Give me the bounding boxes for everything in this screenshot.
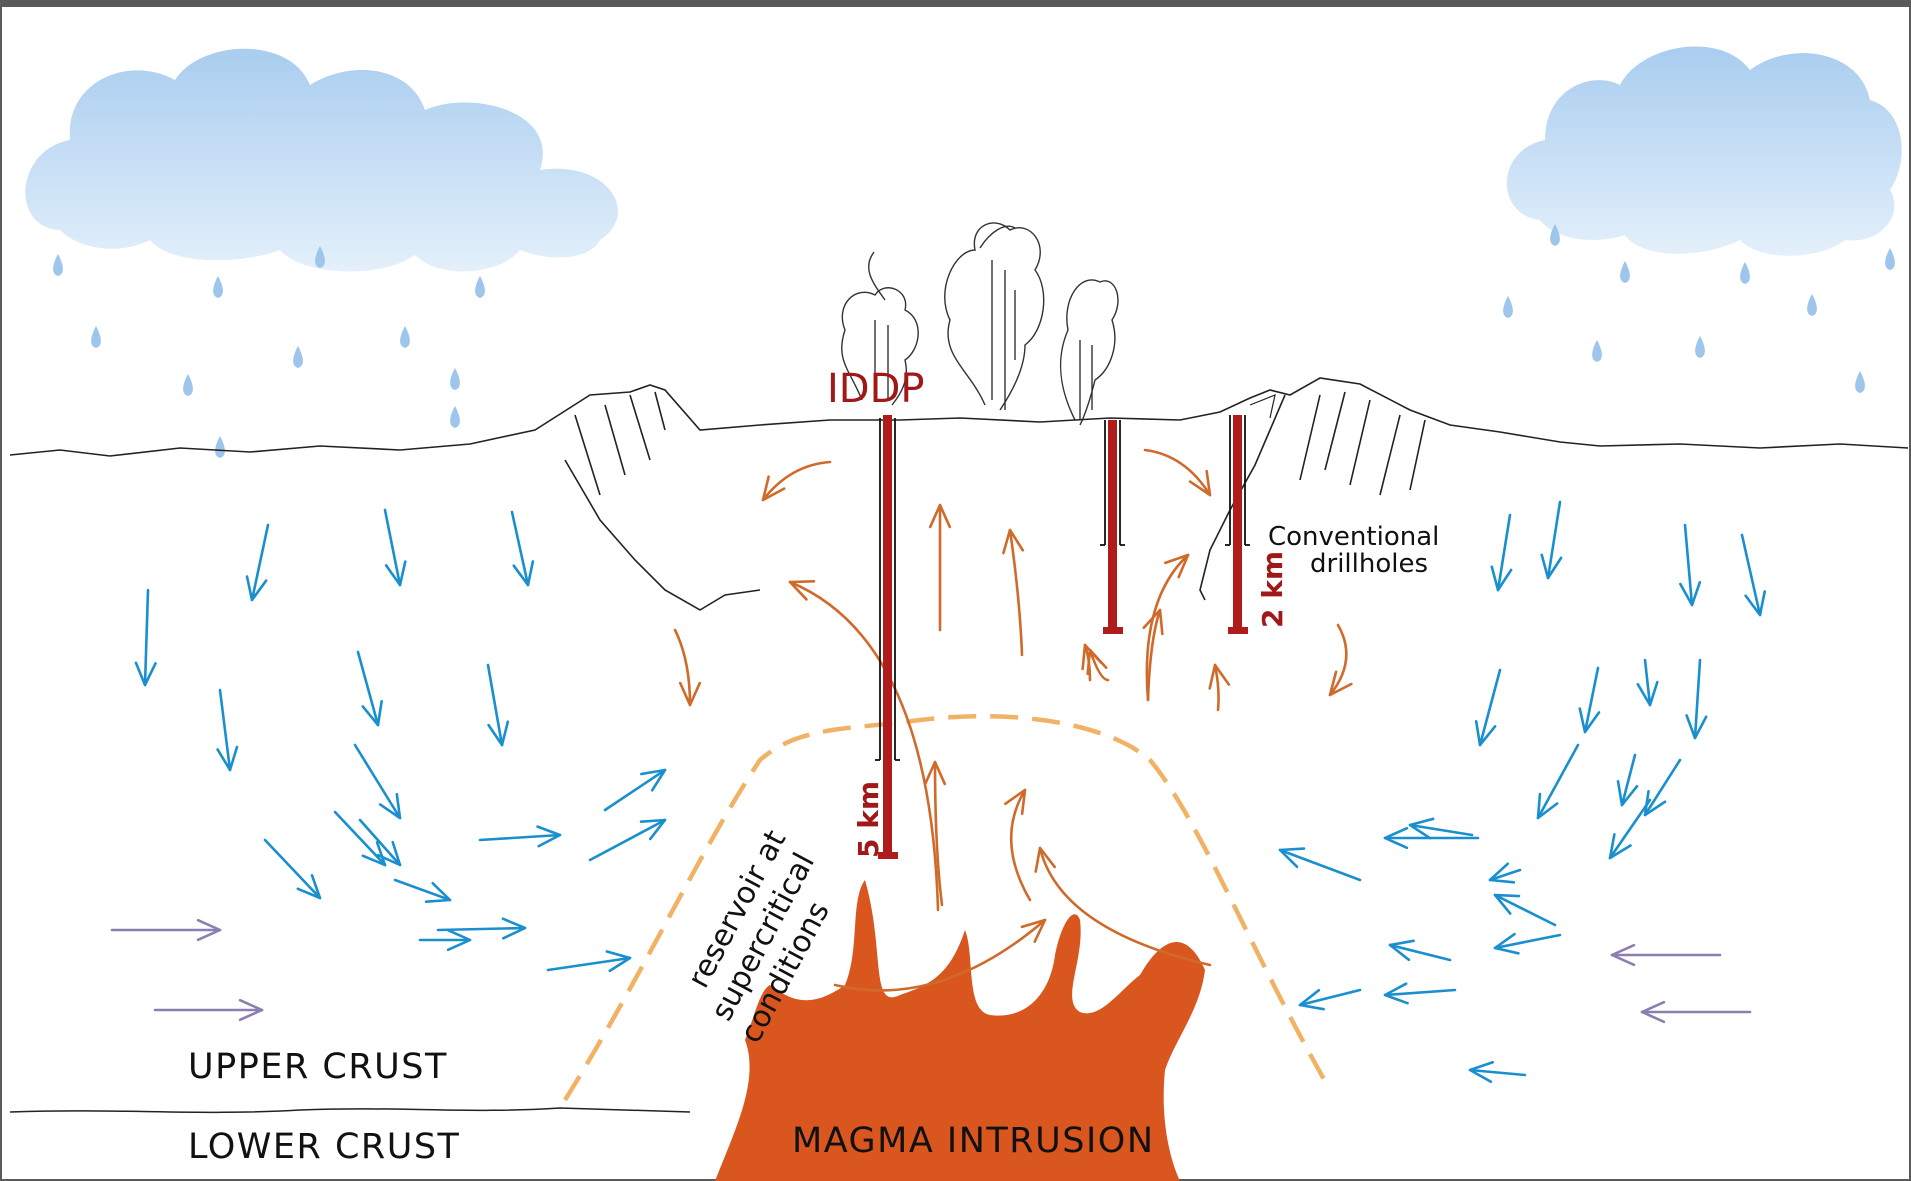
conventional-borehole-2	[1233, 415, 1242, 630]
raindrop	[1620, 261, 1630, 283]
raindrop	[450, 406, 460, 428]
hot-fluid-flow-arrow-head	[1210, 665, 1229, 688]
cold-water-flow-arrow-head	[380, 794, 400, 818]
raindrop	[213, 276, 223, 298]
raindrop	[475, 276, 485, 298]
raindrop	[183, 374, 193, 396]
rain-cloud-icon	[25, 49, 617, 272]
raindrop	[450, 368, 460, 390]
rain-cloud-icon	[1507, 46, 1902, 255]
lower-crust-label: LOWER CRUST	[188, 1127, 460, 1167]
magma-intrusion-label: MAGMA INTRUSION	[792, 1121, 1155, 1161]
cold-water-flow-arrow	[438, 928, 525, 930]
cold-water-flow-arrow	[1495, 895, 1555, 925]
hot-fluid-flow-arrow	[1148, 610, 1160, 700]
cold-water-flow-arrow	[1610, 800, 1650, 858]
cold-water-flow-arrow	[548, 958, 630, 970]
cold-water-flow-arrow	[265, 840, 320, 898]
cold-water-flow-arrow	[590, 820, 665, 860]
raindrop	[1695, 336, 1705, 358]
raindrop	[400, 326, 410, 348]
raindrop	[1807, 294, 1817, 316]
conventional-drillholes-label-line1: Conventional	[1268, 522, 1439, 552]
hot-fluid-flow-arrow	[675, 630, 690, 705]
conventional-borehole-1	[1108, 420, 1117, 630]
depth-2km-label: 2 km	[1256, 551, 1289, 628]
raindrop	[1855, 371, 1865, 393]
cold-water-flow-arrow	[1645, 760, 1680, 815]
raindrop	[1885, 248, 1895, 270]
cold-water-flow-arrow	[355, 745, 400, 818]
cold-water-flow-arrow	[145, 590, 148, 685]
hot-fluid-flow-arrow	[1215, 665, 1219, 710]
cold-water-flow-arrow	[480, 835, 560, 840]
raindrop	[53, 254, 63, 276]
raindrop	[1592, 340, 1602, 362]
raindrop	[215, 436, 225, 458]
cold-water-flow-arrow-head	[1538, 794, 1557, 818]
upper-crust-label: UPPER CRUST	[188, 1047, 448, 1087]
raindrop	[1740, 262, 1750, 284]
raindrop	[1503, 296, 1513, 318]
raindrop	[293, 346, 303, 368]
iddp-label: IDDP	[827, 366, 925, 412]
hot-fluid-flow-arrow	[1011, 790, 1030, 900]
borehole-icon	[1225, 415, 1250, 634]
raindrop	[91, 326, 101, 348]
conventional-drillholes-label-line2: drillholes	[1310, 549, 1428, 579]
hot-fluid-flow-arrow	[1147, 555, 1188, 700]
hot-fluid-flow-arrow-head	[790, 581, 814, 599]
cold-water-flow-arrow	[1280, 850, 1360, 880]
borehole-icon	[1100, 420, 1125, 634]
cold-water-flow-arrow	[395, 880, 450, 900]
cold-water-flow-arrow	[605, 770, 665, 810]
cold-water-flow-arrow	[1695, 660, 1700, 738]
depth-5km-label: 5 km	[852, 781, 885, 858]
hot-fluid-flow-arrow-head	[1036, 848, 1055, 872]
hot-fluid-flow-arrow	[1010, 530, 1022, 655]
cold-water-flow-arrow	[1538, 745, 1578, 818]
